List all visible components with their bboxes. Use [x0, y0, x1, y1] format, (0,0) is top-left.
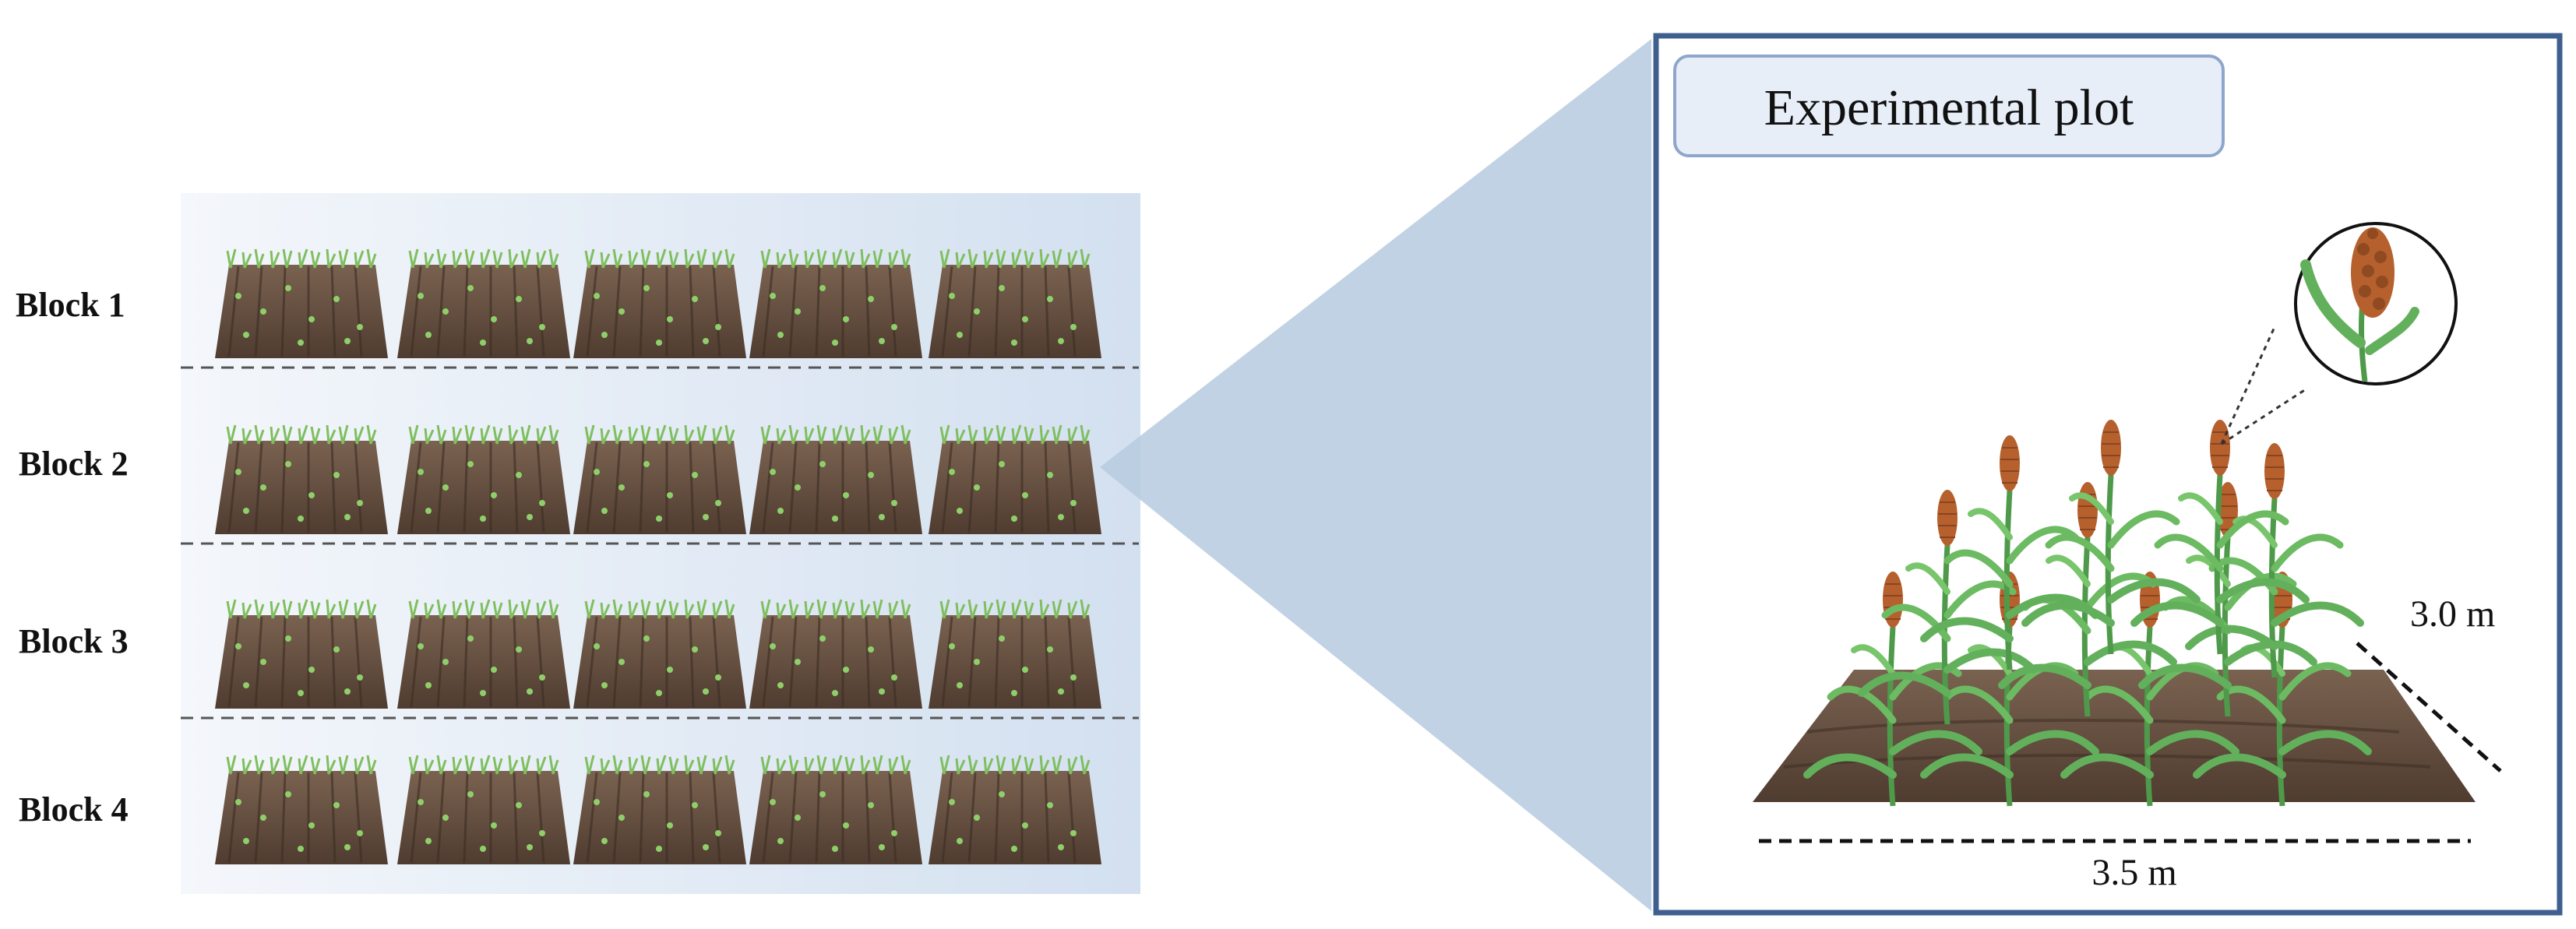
- block-1-plots: [213, 248, 1103, 360]
- plot-field-icon: [572, 248, 748, 360]
- depth-dimension-line: [2356, 642, 2502, 772]
- plot-field-icon: [748, 248, 924, 360]
- plot-field-icon: [396, 424, 572, 536]
- plot-field-icon: [927, 424, 1103, 536]
- block-label: Block 1: [16, 286, 125, 324]
- plot-field-icon: [572, 754, 748, 866]
- plot-field-icon: [572, 598, 748, 710]
- plot-field-icon: [927, 598, 1103, 710]
- block-label: Block 2: [19, 445, 129, 483]
- zoom-projection: [1100, 39, 1651, 911]
- plot-field-icon: [748, 754, 924, 866]
- plot-field-icon: [927, 754, 1103, 866]
- plot-field-icon: [213, 754, 389, 866]
- sorghum-panicle-icon: [2300, 227, 2419, 382]
- plot-field-icon: [396, 754, 572, 866]
- plot-field-icon: [213, 248, 389, 360]
- block-3-plots: [213, 598, 1103, 710]
- callout-title-box: [1673, 55, 2225, 157]
- block-2-plots: [213, 424, 1103, 536]
- magnifier-circle-icon: [2220, 222, 2458, 445]
- block-label: Block 4: [19, 790, 129, 829]
- callout-title: Experimental plot: [1764, 79, 2134, 136]
- plot-field-icon: [213, 424, 389, 536]
- plot-field-icon: [927, 248, 1103, 360]
- block-label: Block 3: [19, 622, 129, 660]
- plot-field-icon: [748, 598, 924, 710]
- block-separators: [181, 366, 1139, 720]
- block-4-plots: [213, 754, 1103, 866]
- width-dimension-label: 3.5 m: [2091, 852, 2176, 893]
- plot-field-icon: [213, 598, 389, 710]
- plot-field-icon: [748, 424, 924, 536]
- plot-field-icon: [396, 598, 572, 710]
- plot-field-icon: [396, 248, 572, 360]
- depth-dimension-label: 3.0 m: [2410, 593, 2495, 635]
- plot-field-icon: [572, 424, 748, 536]
